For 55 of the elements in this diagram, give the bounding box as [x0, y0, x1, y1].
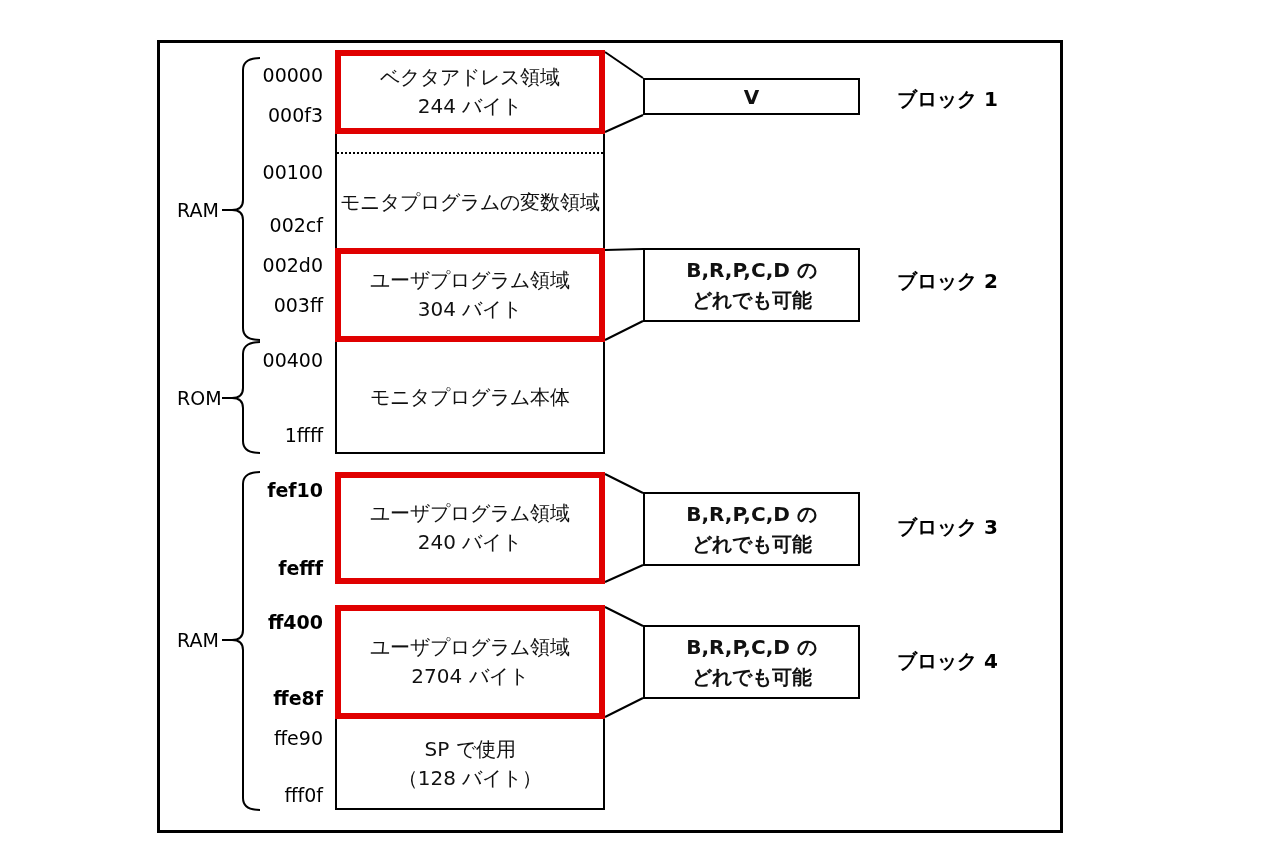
- connector-line: [604, 697, 644, 718]
- address-label: 00000: [262, 63, 323, 87]
- connector-line: [604, 320, 644, 341]
- address-label: ff400: [267, 610, 323, 634]
- address-label: 002d0: [262, 253, 323, 277]
- region-text: 304 バイト: [417, 296, 523, 323]
- highlighted-memory-region: [335, 472, 605, 584]
- region-text: モニタプログラム本体: [370, 383, 570, 411]
- highlighted-memory-region: [335, 50, 605, 134]
- region-text: B,R,P,C,D のどれでも可能: [685, 634, 818, 691]
- connector-line: [604, 248, 644, 251]
- address-label: fef10: [267, 478, 323, 502]
- memory-type-label: ROM: [177, 386, 222, 410]
- region-text: ユーザプログラム領域: [370, 267, 570, 294]
- address-label: 002cf: [269, 213, 323, 237]
- address-label: 000f3: [267, 103, 323, 127]
- block-label: ブロック 2: [897, 268, 998, 295]
- address-label: 00400: [262, 348, 323, 372]
- address-label: fefff: [278, 556, 323, 580]
- address-label: fff0f: [284, 783, 323, 807]
- region-text: B,R,P,C,D のどれでも可能: [685, 501, 818, 558]
- region-text: 240 バイト: [417, 529, 523, 556]
- connector-line: [604, 473, 644, 494]
- block-label: ブロック 4: [897, 648, 998, 675]
- highlighted-memory-region: [335, 605, 605, 719]
- region-text: ベクタアドレス領域: [380, 64, 560, 91]
- memory-region: [335, 340, 605, 454]
- highlighted-memory-region: [335, 248, 605, 342]
- region-text: （128 バイト）: [397, 764, 543, 792]
- address-label: 003ff: [273, 293, 323, 317]
- memory-type-label: RAM: [177, 628, 219, 652]
- region-text: モニタプログラムの変数領域: [340, 188, 600, 216]
- memory-region: [335, 132, 605, 250]
- region-text: SP で使用: [424, 735, 516, 763]
- block-label: ブロック 3: [897, 514, 998, 541]
- region-text: B,R,P,C,D のどれでも可能: [685, 257, 818, 314]
- region-text: 2704 バイト: [411, 663, 529, 690]
- block-box: [643, 248, 860, 322]
- block-box: [643, 492, 860, 566]
- address-label: ffe8f: [273, 686, 323, 710]
- region-text: ユーザプログラム領域: [370, 500, 570, 527]
- region-text: 244 バイト: [417, 93, 523, 120]
- connector-line: [604, 606, 644, 627]
- memory-region: [335, 717, 605, 810]
- connector-line: [604, 114, 644, 133]
- connector-line: [604, 564, 644, 583]
- region-text: ユーザプログラム領域: [370, 634, 570, 661]
- block-label: ブロック 1: [897, 86, 998, 113]
- address-label: 1ffff: [284, 423, 323, 447]
- address-label: ffe90: [274, 726, 323, 750]
- memory-type-label: RAM: [177, 198, 219, 222]
- block-box: [643, 78, 860, 115]
- region-text: V: [743, 83, 760, 111]
- address-label: 00100: [262, 160, 323, 184]
- block-box: [643, 625, 860, 699]
